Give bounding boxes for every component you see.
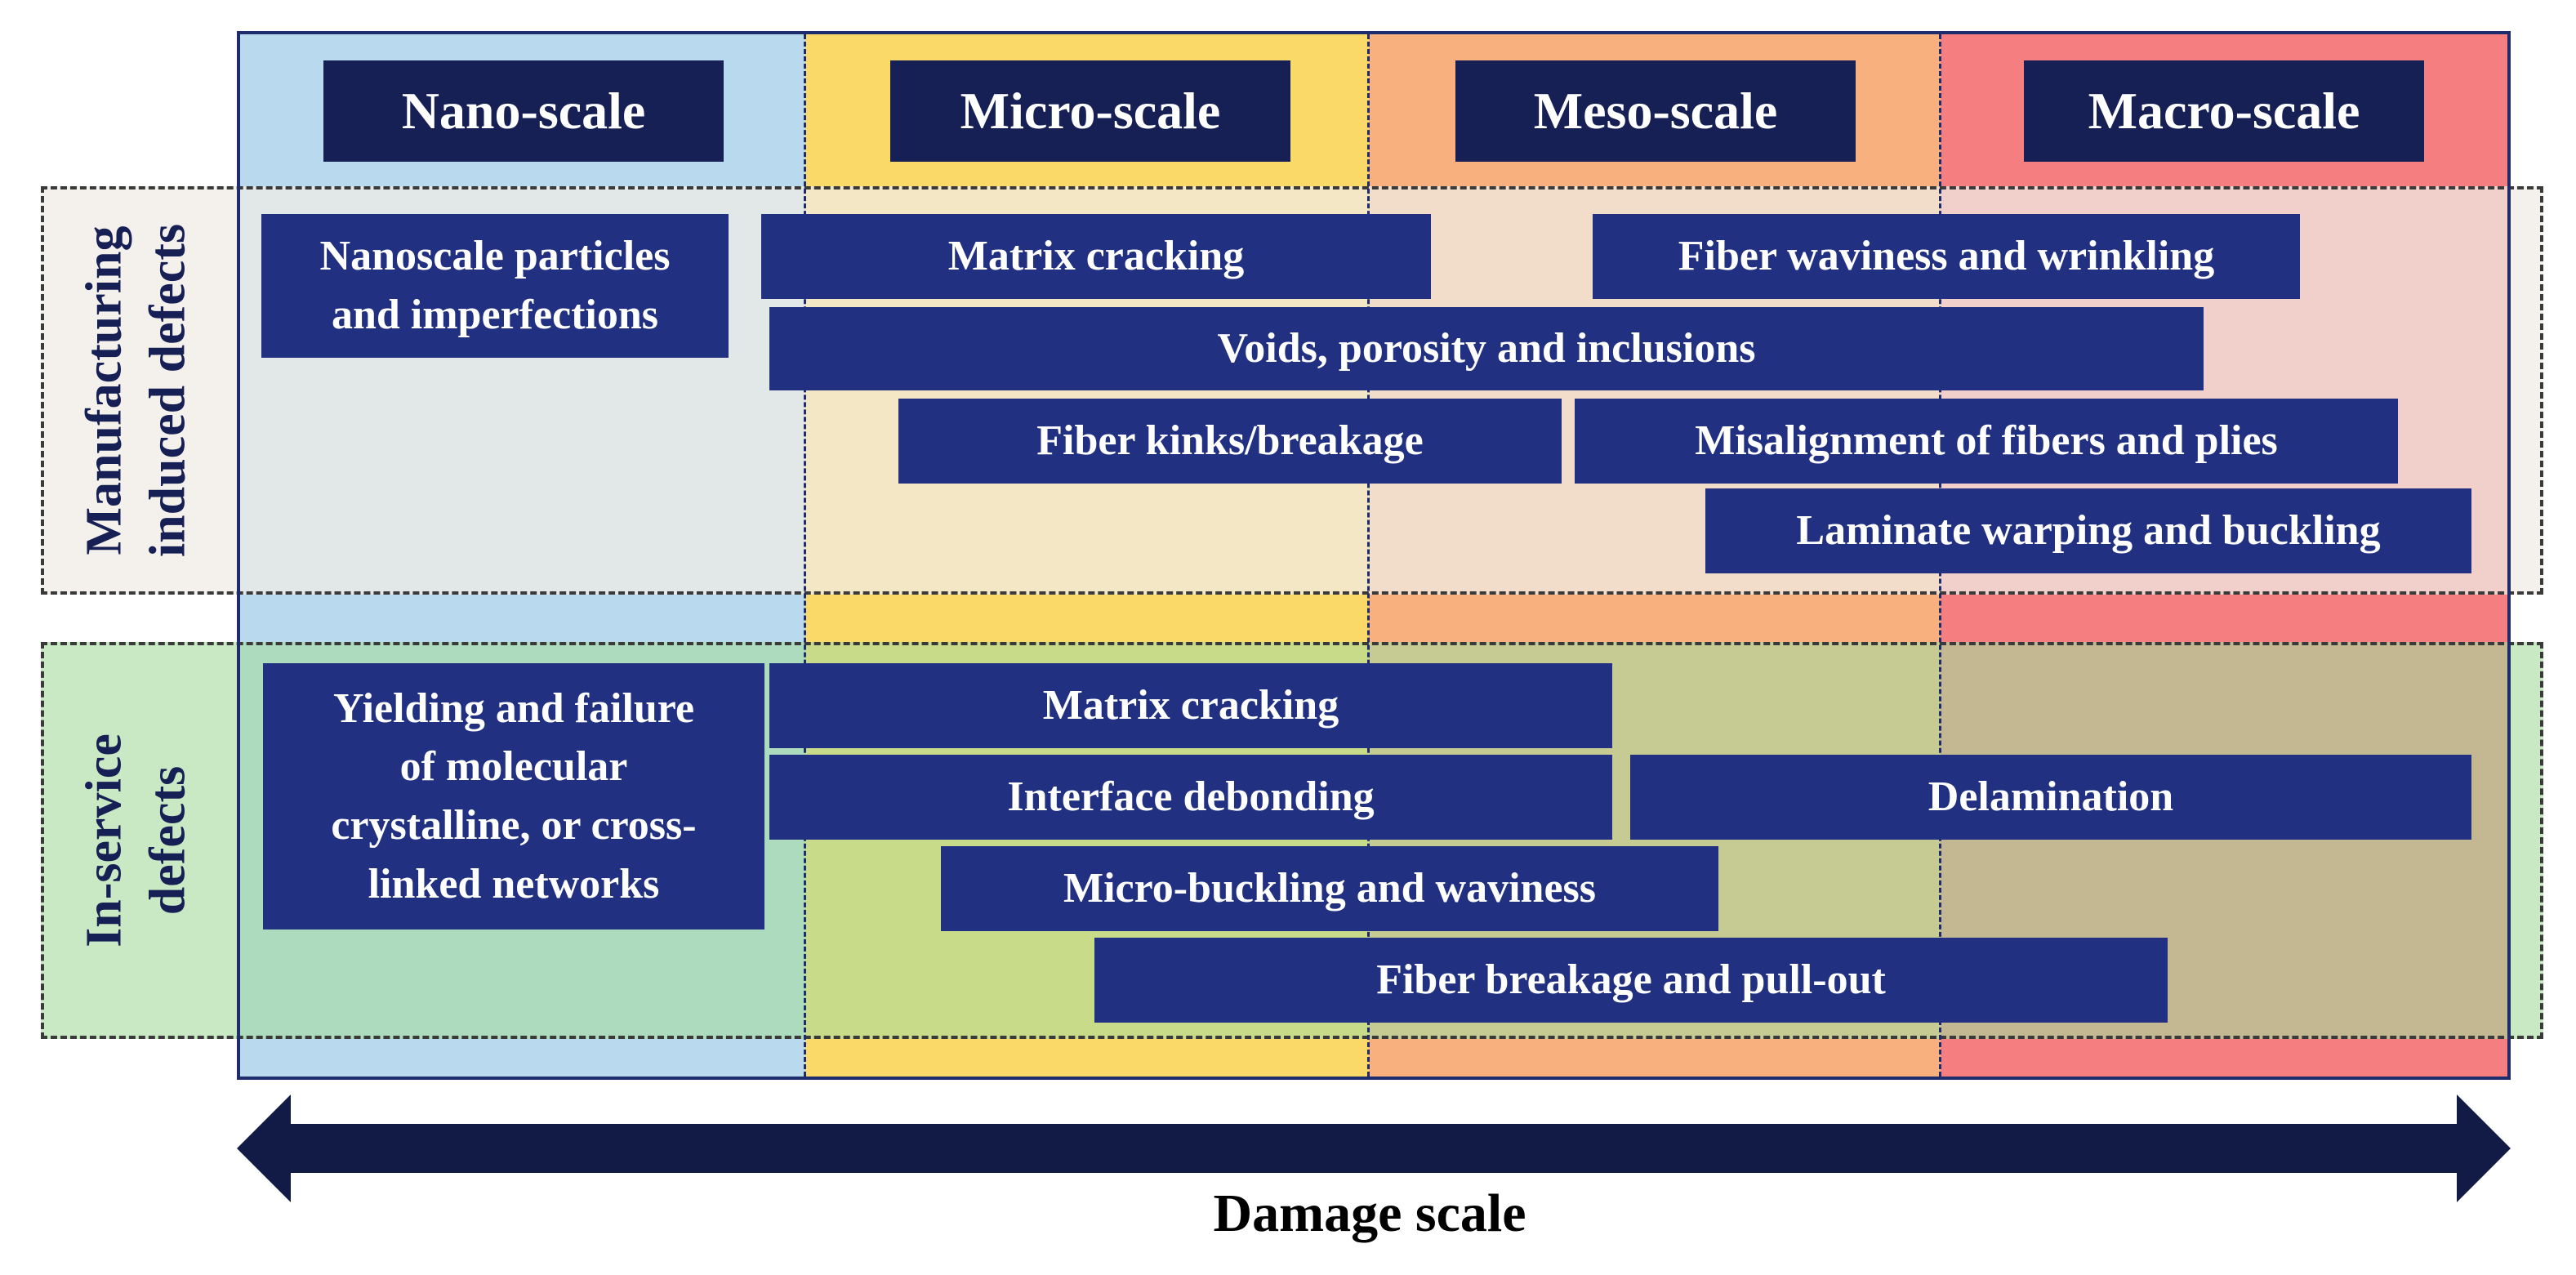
defect-fiber-kinks: Fiber kinks/breakage — [898, 399, 1562, 484]
row-label-line: defects — [140, 765, 195, 916]
defect-label-line: Nanoscale particles — [319, 233, 671, 280]
micro-scale-header: Micro-scale — [890, 60, 1290, 162]
diagram-frame — [237, 31, 2511, 1080]
row-label-line: Manufacturing — [76, 225, 132, 555]
defect-micro-buckling: Micro-buckling and waviness — [941, 846, 1718, 931]
in-service-row-label: In-service defects — [74, 733, 200, 947]
defect-label-line: of molecular — [399, 743, 628, 791]
defect-matrix-cracking: Matrix cracking — [761, 214, 1431, 299]
defect-yielding-failure: Yielding and failure of molecular crysta… — [263, 663, 764, 930]
defect-label-line: Yielding and failure — [332, 684, 695, 732]
defect-voids-porosity: Voids, porosity and inclusions — [769, 307, 2204, 390]
defect-fiber-breakage-pullout: Fiber breakage and pull-out — [1094, 938, 2168, 1023]
macro-scale-header: Macro-scale — [2024, 60, 2424, 162]
defect-misalignment: Misalignment of fibers and plies — [1575, 399, 2398, 484]
defect-laminate-warping: Laminate warping and buckling — [1705, 488, 2471, 573]
defect-fiber-waviness: Fiber waviness and wrinkling — [1593, 214, 2300, 299]
defect-label-line: crystalline, or cross- — [331, 802, 697, 849]
defect-delamination: Delamination — [1630, 755, 2471, 840]
damage-scale-label: Damage scale — [1213, 1184, 1526, 1243]
row-label-line: In-service — [76, 733, 132, 947]
double-headed-arrow-icon — [237, 1094, 2511, 1202]
defect-label-line: and imperfections — [331, 292, 659, 338]
manufacturing-row-label: Manufacturing induced defects — [74, 224, 200, 557]
nano-scale-header: Nano-scale — [323, 60, 724, 162]
defect-nanoscale-particles: Nanoscale particles and imperfections — [261, 214, 729, 358]
column-divider — [804, 34, 806, 1077]
defect-interface-debonding: Interface debonding — [769, 755, 1612, 840]
defect-matrix-cracking-service: Matrix cracking — [769, 663, 1612, 748]
defect-label-line: linked networks — [368, 860, 660, 907]
column-divider — [1367, 34, 1370, 1077]
row-label-line: induced defects — [140, 223, 195, 558]
meso-scale-header: Meso-scale — [1455, 60, 1856, 162]
